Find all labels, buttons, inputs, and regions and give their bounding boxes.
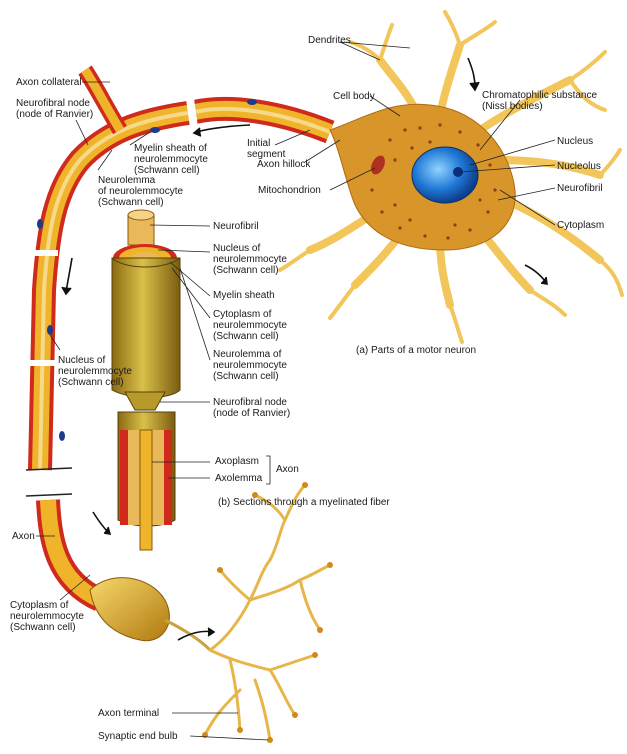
- label-axoplasm: Axoplasm: [215, 456, 259, 467]
- label-chromatophilic-substance: Chromatophilic substance (Nissl bodies): [482, 90, 598, 112]
- label-cytoplasm-neurolemmocyte-b: Cytoplasm of neurolemmocyte (Schwann cel…: [213, 309, 287, 342]
- label-nucleus: Nucleus: [557, 136, 594, 147]
- label-nucleus-neurolemmocyte-left: Nucleus of neurolemmocyte (Schwann cell): [58, 355, 132, 388]
- label-axon-hillock: Axon hillock: [257, 159, 311, 170]
- label-cell-body: Cell body: [333, 91, 375, 102]
- label-axon-bracket: Axon: [276, 464, 299, 475]
- label-node-of-ranvier-b: Neurofibral node (node of Ranvier): [213, 397, 291, 419]
- label-cytoplasm: Cytoplasm: [557, 220, 605, 231]
- label-neurolemma-neurolemmocyte-b: Neurolemma of neurolemmocyte (Schwann ce…: [213, 349, 287, 382]
- label-cytoplasm-neurolemmocyte-bottom: Cytoplasm of neurolemmocyte (Schwann cel…: [10, 600, 84, 633]
- label-dendrites: Dendrites: [308, 35, 351, 46]
- label-node-of-ranvier: Neurofibral node (node of Ranvier): [16, 98, 94, 120]
- label-nucleolus: Nucleolus: [557, 161, 601, 172]
- axon-fiber: [25, 65, 335, 611]
- label-axolemma: Axolemma: [215, 473, 263, 484]
- caption-b: (b) Sections through a myelinated fiber: [218, 497, 390, 508]
- label-mitochondrion: Mitochondrion: [258, 185, 321, 196]
- flow-arrows: [61, 57, 548, 641]
- caption-a: (a) Parts of a motor neuron: [356, 345, 477, 356]
- label-axon: Axon: [12, 531, 35, 542]
- label-synaptic-end-bulb: Synaptic end bulb: [98, 731, 178, 742]
- fiber-section: [111, 209, 181, 551]
- label-neurofibril: Neurofibril: [557, 183, 603, 194]
- label-axon-terminal: Axon terminal: [98, 708, 160, 719]
- terminal-region: [89, 482, 333, 743]
- leader-lines: [36, 41, 556, 741]
- cell-body: [278, 10, 624, 344]
- label-initial-segment: Initial segment: [247, 138, 286, 160]
- label-nucleus-neurolemmocyte-b: Nucleus of neurolemmocyte (Schwann cell): [213, 243, 287, 276]
- label-neurolemma: Neurolemma of neurolemmocyte (Schwann ce…: [98, 175, 184, 208]
- label-myelin-sheath: Myelin sheath of neurolemmocyte (Schwann…: [134, 143, 208, 176]
- label-myelin-sheath-b: Myelin sheath: [213, 290, 275, 301]
- label-neurofibril-b: Neurofibril: [213, 221, 259, 232]
- label-axon-collateral: Axon collateral: [16, 77, 82, 88]
